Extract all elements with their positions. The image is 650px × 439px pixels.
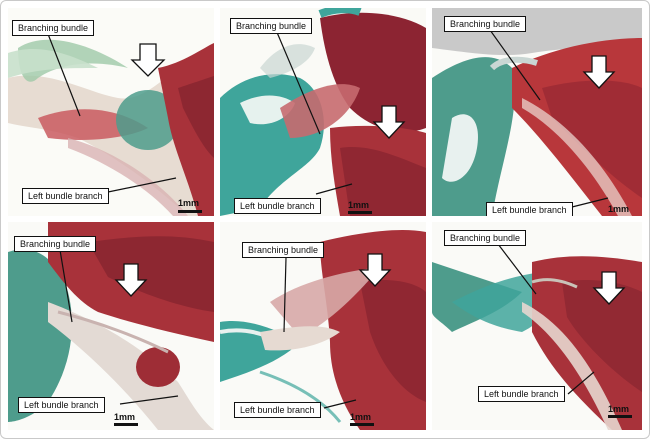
left-bundle-branch-label: Left bundle branch [486,202,573,216]
histology-image-1 [8,8,214,216]
branching-bundle-label: Branching bundle [444,16,527,32]
branching-bundle-label: Branching bundle [242,242,325,258]
panel-top-middle: Branching bundle Left bundle branch 1mm [220,8,426,216]
panel-bottom-left: Branching bundle Left bundle branch 1mm [8,222,214,430]
scale-bar [114,423,138,426]
scale-label: 1mm [608,204,630,214]
branching-bundle-label: Branching bundle [230,18,313,34]
left-bundle-branch-label: Left bundle branch [234,402,321,418]
scale-label: 1mm [350,412,372,422]
histology-image-3 [432,8,642,216]
panel-bottom-right: Branching bundle Left bundle branch 1mm [432,222,642,430]
scale-bar [178,210,202,213]
branching-bundle-label: Branching bundle [444,230,527,246]
scale-bar [608,415,632,418]
left-bundle-branch-label: Left bundle branch [234,198,321,214]
panel-top-left: Branching bundle Left bundle branch 1mm [8,8,214,216]
left-bundle-branch-label: Left bundle branch [18,397,105,413]
scale-label: 1mm [178,198,200,208]
scale-label: 1mm [608,404,630,414]
panel-bottom-middle: Branching bundle Left bundle branch 1mm [220,222,426,430]
branching-bundle-label: Branching bundle [12,20,95,36]
left-bundle-branch-label: Left bundle branch [478,386,565,402]
scale-label: 1mm [114,412,136,422]
branching-bundle-label: Branching bundle [14,236,97,252]
scale-bar [350,423,374,426]
scale-label: 1mm [348,200,370,210]
panel-top-right: Branching bundle Left bundle branch 1mm [432,8,642,216]
left-bundle-branch-label: Left bundle branch [22,188,109,204]
scale-bar [348,211,372,214]
histology-image-2 [220,8,426,216]
